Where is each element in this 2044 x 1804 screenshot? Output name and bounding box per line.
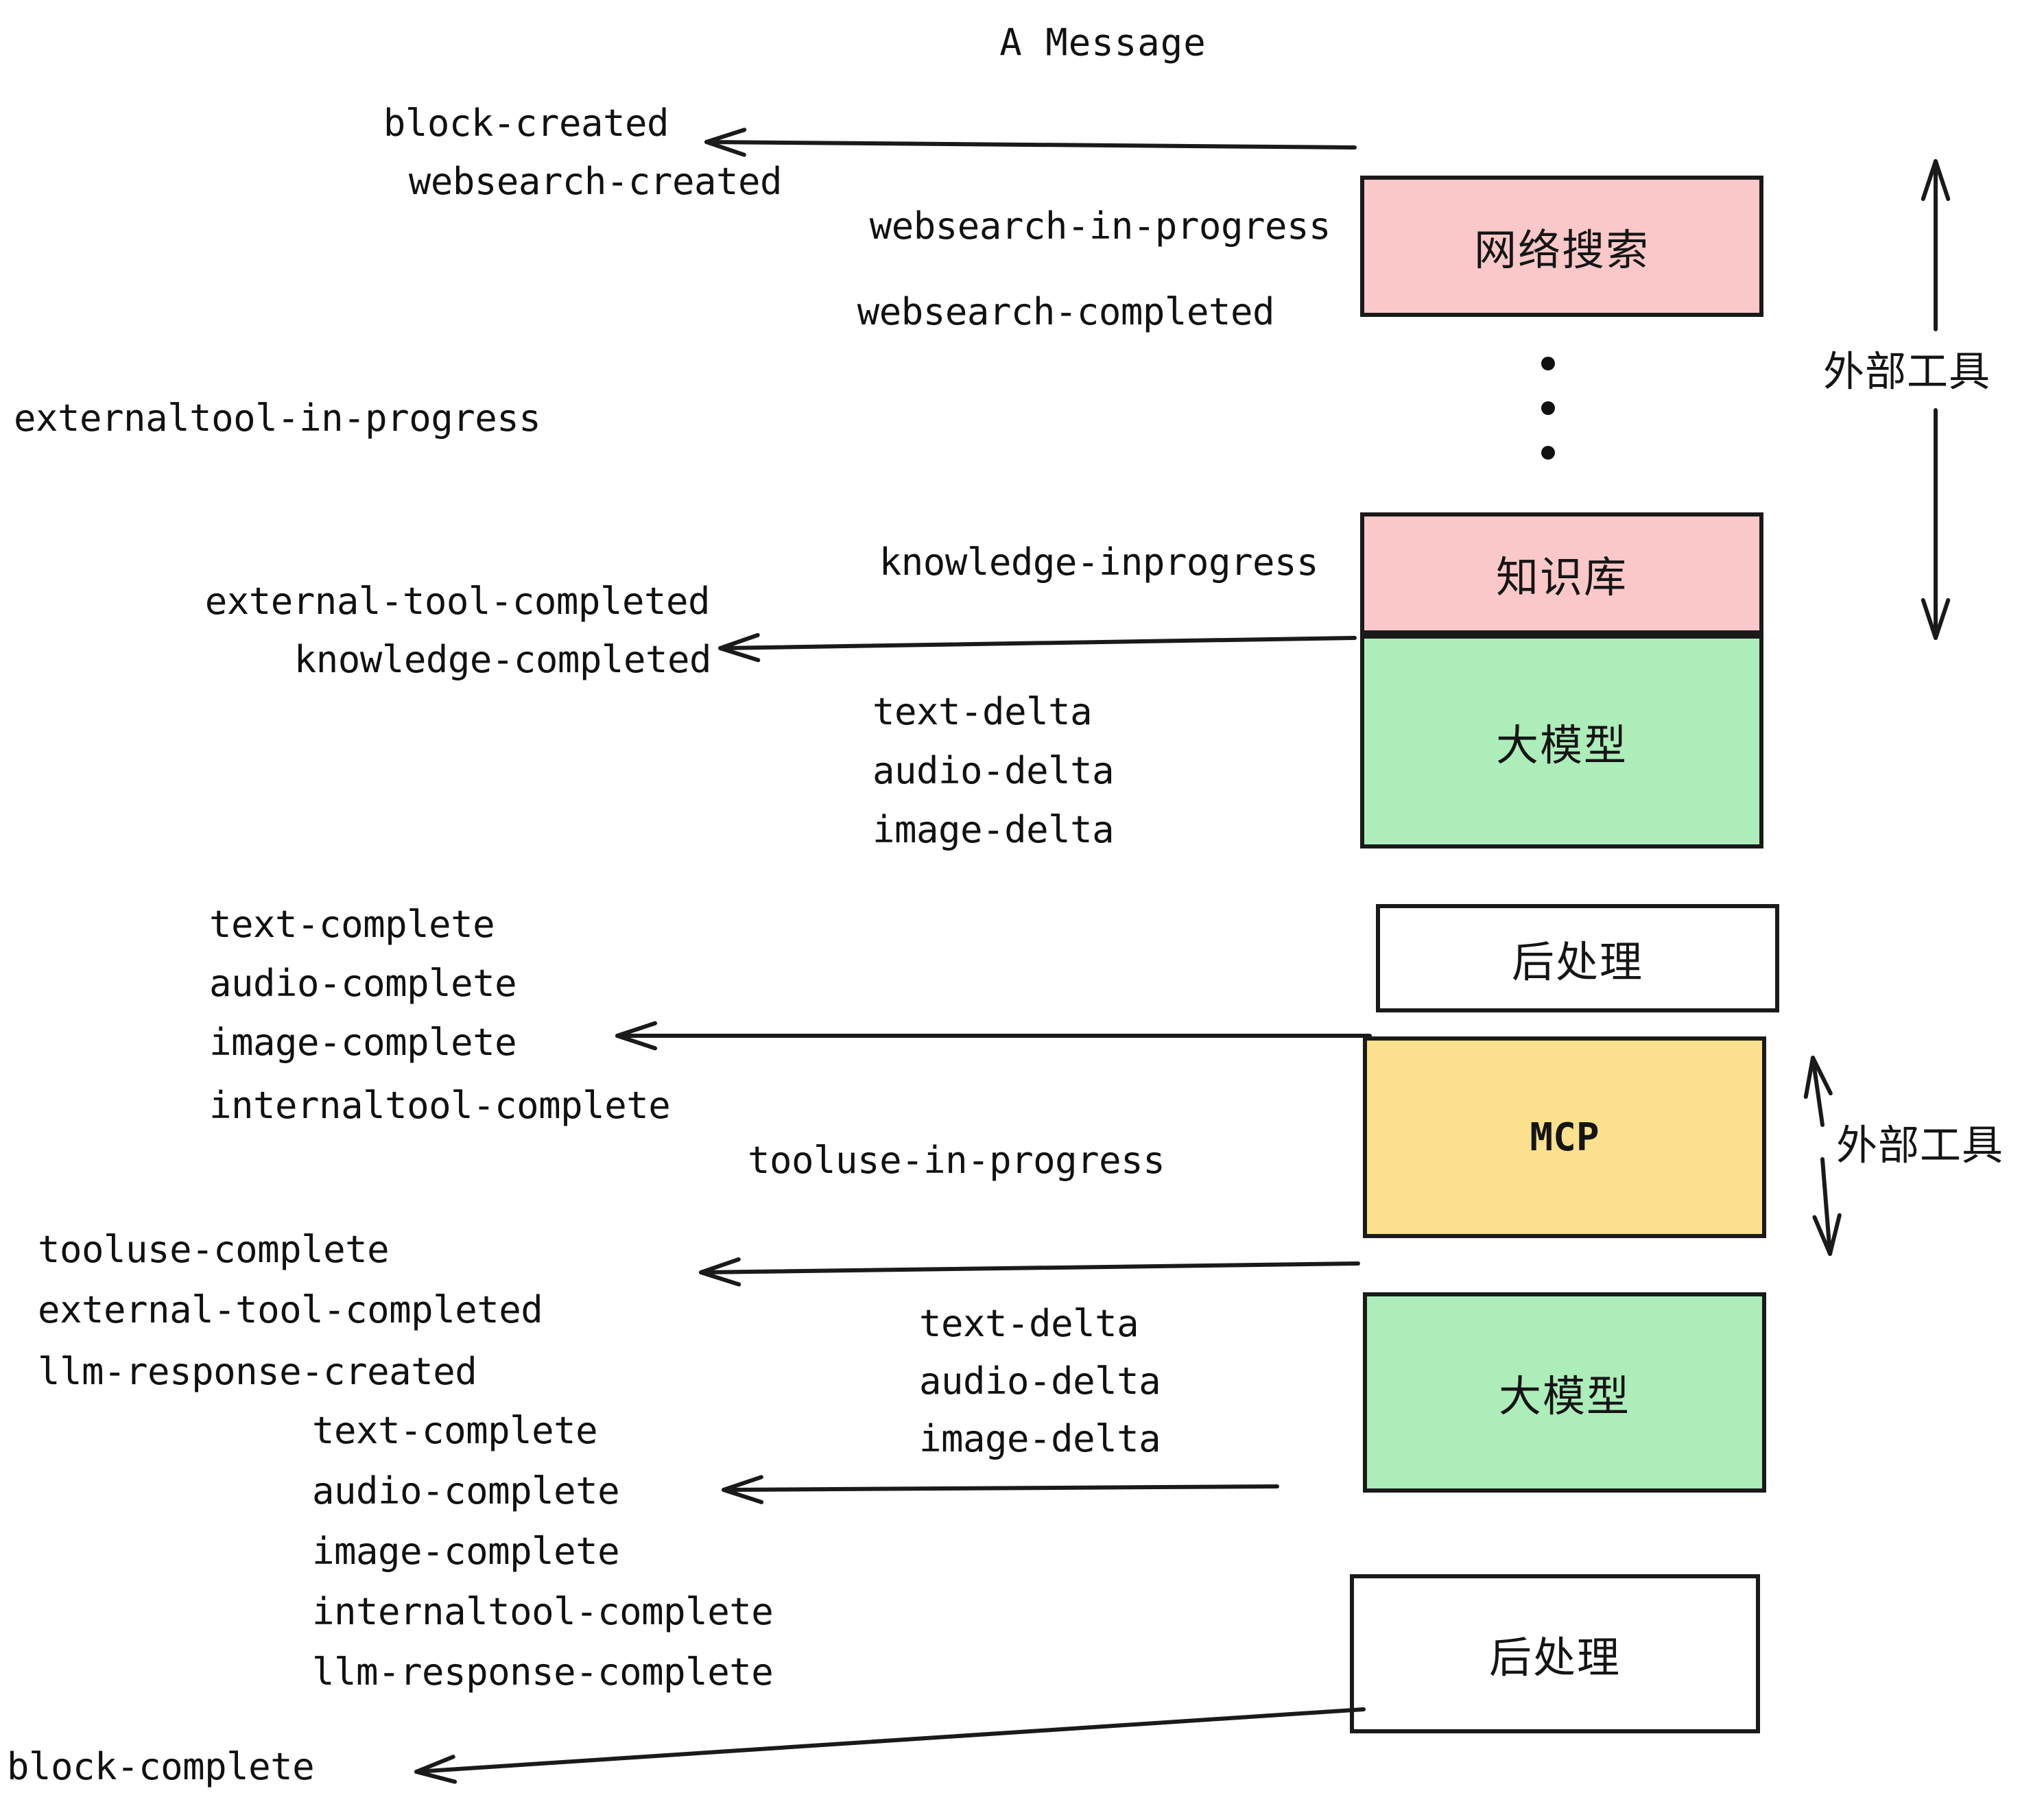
process-box-label: 后处理	[1488, 1633, 1621, 1683]
event-label-knowledge-completed: knowledge-completed	[294, 638, 712, 681]
event-label-image-complete-1: image-complete	[209, 1021, 517, 1064]
process-box-llm-2: 大模型	[1363, 1292, 1766, 1493]
event-label-text-delta-1: text-delta	[872, 690, 1093, 733]
side-label-external-tools-bottom: 外部工具	[1836, 1121, 2004, 1170]
event-label-llm-response-complete: llm-response-complete	[312, 1650, 774, 1694]
event-label-image-delta-2: image-delta	[919, 1417, 1161, 1460]
process-box-llm-1: 大模型	[1360, 634, 1763, 848]
process-box-label: 知识库	[1495, 552, 1628, 602]
vertical-ellipsis-icon	[1540, 357, 1556, 460]
process-box-postproc-1: 后处理	[1376, 904, 1779, 1012]
event-label-audio-complete-2: audio-complete	[312, 1469, 620, 1512]
event-label-websearch-created: websearch-created	[408, 160, 783, 203]
arrow-arrow-external-down-2	[1812, 1157, 1842, 1256]
process-box-label: MCP	[1530, 1115, 1600, 1160]
event-label-internaltool-complete-1: internaltool-complete	[209, 1084, 671, 1127]
event-label-externaltool-in-progress: externaltool-in-progress	[14, 396, 541, 440]
event-label-audio-delta-2: audio-delta	[919, 1360, 1161, 1403]
arrow-arrow-postproc-to-image	[615, 1021, 1372, 1051]
arrow-arrow-websearch-to-block	[704, 128, 1357, 157]
event-label-external-tool-completed-2: external-tool-completed	[38, 1288, 543, 1331]
arrow-arrow-external-up-1	[1921, 159, 1951, 331]
process-box-websearch: 网络搜索	[1360, 176, 1763, 317]
process-box-mcp: MCP	[1363, 1036, 1766, 1238]
event-label-text-delta-2: text-delta	[919, 1302, 1139, 1345]
event-label-block-created: block-created	[383, 102, 669, 145]
process-box-label: 后处理	[1511, 937, 1643, 987]
arrow-arrow-mcp-to-tooluse	[699, 1257, 1360, 1287]
event-label-audio-complete-1: audio-complete	[209, 962, 517, 1005]
process-box-label: 网络搜索	[1473, 225, 1650, 275]
diagram-title: A Message	[999, 21, 1207, 64]
event-label-image-complete-2: image-complete	[312, 1530, 620, 1573]
arrow-arrow-postproc2-to-block	[414, 1707, 1366, 1784]
arrow-arrow-external-up-2	[1803, 1056, 1833, 1127]
process-box-label: 大模型	[1498, 1371, 1630, 1421]
ellipsis-dot	[1541, 401, 1555, 415]
event-label-tooluse-complete: tooluse-complete	[38, 1228, 390, 1271]
event-label-text-complete-2: text-complete	[312, 1409, 598, 1452]
event-label-image-delta-1: image-delta	[872, 808, 1115, 851]
event-label-tooluse-in-progress: tooluse-in-progress	[748, 1139, 1165, 1182]
arrow-arrow-knowledge-to-left	[718, 632, 1357, 663]
ellipsis-dot	[1541, 357, 1555, 370]
process-box-postproc-2: 后处理	[1350, 1574, 1760, 1733]
event-label-audio-delta-1: audio-delta	[872, 749, 1115, 792]
event-label-internaltool-complete-2: internaltool-complete	[312, 1590, 774, 1633]
process-box-label: 大模型	[1495, 720, 1628, 770]
process-box-knowledge: 知识库	[1360, 512, 1763, 634]
event-label-knowledge-inprogress: knowledge-inprogress	[879, 541, 1319, 584]
event-label-block-complete: block-complete	[7, 1745, 315, 1788]
event-label-external-tool-completed-1: external-tool-completed	[204, 580, 711, 623]
event-label-llm-response-created: llm-response-created	[38, 1350, 477, 1393]
event-label-websearch-in-progress: websearch-in-progress	[869, 204, 1331, 248]
arrow-arrow-llm2-to-audio	[722, 1475, 1279, 1504]
event-label-websearch-completed: websearch-completed	[857, 290, 1275, 333]
event-label-text-complete-1: text-complete	[209, 903, 495, 946]
side-label-external-tools-top: 外部工具	[1823, 348, 1990, 396]
ellipsis-dot	[1541, 446, 1555, 460]
arrow-arrow-external-down-1	[1921, 408, 1951, 640]
